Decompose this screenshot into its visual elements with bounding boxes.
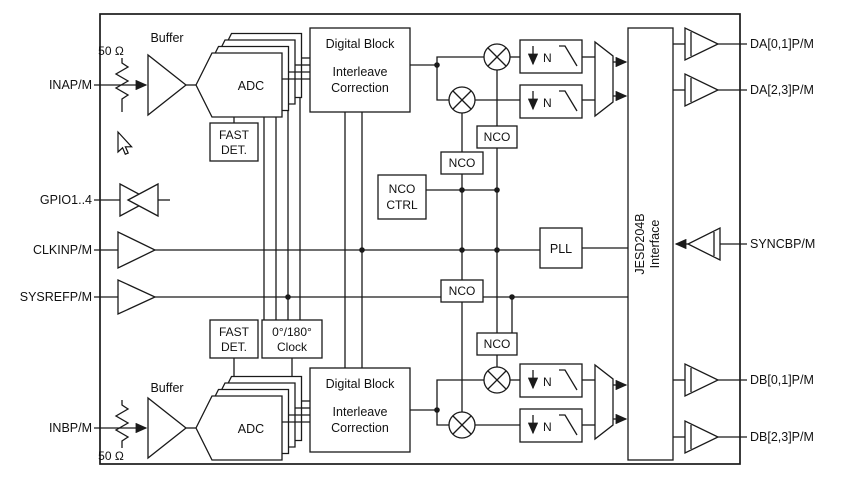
fast-detect-top-line2: DET. xyxy=(221,143,247,157)
pin-label-da23: DA[2,3]P/M xyxy=(750,83,814,97)
input-buffer-bottom-icon xyxy=(147,396,188,460)
gpio-bidir-buffer-icon xyxy=(119,182,159,218)
filter-response-icon xyxy=(559,45,578,67)
nco-ctrl-line2: CTRL xyxy=(386,198,418,212)
decimation-n-label: N xyxy=(543,375,552,389)
buffer-top-label: Buffer xyxy=(150,31,183,45)
jesd-line2: Interface xyxy=(648,220,662,269)
digital-block-bottom: Digital Block Interleave Correction xyxy=(309,367,411,453)
phase-clock-block: 0°/180° Clock xyxy=(261,319,323,359)
output-driver-da23 xyxy=(673,72,747,108)
adc-bottom-bus-wires xyxy=(282,400,310,423)
decimation-top-2-block: N xyxy=(519,84,583,119)
sysref-receiver-icon xyxy=(117,278,157,316)
adc-bottom-stack-icon: ADC xyxy=(195,375,303,461)
nco-label: NCO xyxy=(449,284,476,298)
termination-bottom-label: 50 Ω xyxy=(98,449,124,463)
nco-top-1-block: NCO xyxy=(476,125,518,149)
pin-label-inap: INAP/M xyxy=(49,78,92,92)
resistor-top-icon xyxy=(114,58,130,112)
digital-block-top: Digital Block Interleave Correction xyxy=(309,27,411,113)
fast-detect-bottom-line1: FAST xyxy=(219,325,250,339)
input-buffer-top-icon xyxy=(147,53,188,117)
pll-block: PLL xyxy=(539,227,583,269)
mux-bottom-icon xyxy=(594,363,614,441)
pin-label-gpio: GPIO1..4 xyxy=(40,193,92,207)
phase-clock-line1: 0°/180° xyxy=(272,325,312,339)
digital-block-bottom-line3: Correction xyxy=(331,421,389,435)
jesd204b-block: JESD204B Interface xyxy=(627,27,674,461)
nco-top-2-block: NCO xyxy=(440,151,484,175)
adc-top-bus-wires xyxy=(282,57,310,80)
nco-ctrl-block: NCO CTRL xyxy=(377,174,427,220)
pin-label-db01: DB[0,1]P/M xyxy=(750,373,814,387)
fast-detect-top-block: FAST DET. xyxy=(209,122,259,162)
output-driver-db23 xyxy=(673,419,747,455)
decimation-n-label: N xyxy=(543,96,552,110)
mux-top-icon xyxy=(594,40,614,118)
buffer-bottom-label: Buffer xyxy=(150,381,183,395)
digital-block-top-line2: Interleave xyxy=(333,65,388,79)
decimation-top-1-block: N xyxy=(519,39,583,74)
filter-response-icon xyxy=(559,90,578,112)
adc-bottom-label: ADC xyxy=(238,422,264,436)
decimation-bottom-2-block: N xyxy=(519,408,583,443)
middle-wires xyxy=(155,98,628,412)
mouse-cursor xyxy=(117,130,133,155)
clkin-receiver-icon xyxy=(117,230,157,270)
jesd-line1: JESD204B xyxy=(633,213,647,274)
nco-label: NCO xyxy=(449,156,476,170)
phase-clock-line2: Clock xyxy=(277,340,308,354)
pin-label-db23: DB[2,3]P/M xyxy=(750,430,814,444)
pin-label-syncb: SYNCBP/M xyxy=(750,237,815,251)
right-pin-labels: DA[0,1]P/M DA[2,3]P/M SYNCBP/M DB[0,1]P/… xyxy=(750,37,815,444)
nco-ctrl-line1: NCO xyxy=(389,182,416,196)
output-driver-da01 xyxy=(673,26,747,62)
digital-block-top-line1: Digital Block xyxy=(326,37,396,51)
nco-label: NCO xyxy=(484,130,511,144)
digital-block-bottom-line2: Interleave xyxy=(333,405,388,419)
nco-bottom-1-block: NCO xyxy=(476,332,518,356)
digital-block-bottom-line1: Digital Block xyxy=(326,377,396,391)
fast-detect-bottom-block: FAST DET. xyxy=(209,319,259,359)
pin-label-sysref: SYSREFP/M xyxy=(20,290,92,304)
pin-label-clkinp: CLKINP/M xyxy=(33,243,92,257)
filter-response-icon xyxy=(559,369,578,391)
output-driver-db01 xyxy=(673,362,747,398)
nco-bottom-2-block: NCO xyxy=(440,279,484,303)
chip-outline xyxy=(99,13,741,465)
nco-label: NCO xyxy=(484,337,511,351)
digital-block-top-line3: Correction xyxy=(331,81,389,95)
filter-response-icon xyxy=(559,414,578,436)
decimation-n-label: N xyxy=(543,420,552,434)
pll-label: PLL xyxy=(550,242,572,256)
resistor-bottom-icon xyxy=(114,400,130,448)
syncb-receiver xyxy=(674,226,747,262)
fast-detect-top-line1: FAST xyxy=(219,128,250,142)
adc-top-stack-icon: ADC xyxy=(195,32,303,118)
adc-top-label: ADC xyxy=(238,79,264,93)
termination-top-label: 50 Ω xyxy=(98,44,124,58)
mixer-bottom-1-icon xyxy=(483,366,511,394)
ddc-bottom-wires xyxy=(410,355,628,426)
left-pin-labels: INAP/M GPIO1..4 CLKINP/M SYSREFP/M INBP/… xyxy=(20,78,92,435)
ddc-top-wires xyxy=(410,56,628,152)
pin-label-inbp: INBP/M xyxy=(49,421,92,435)
mixer-top-2-icon xyxy=(448,86,476,114)
junction-dots xyxy=(285,62,515,413)
mixer-top-1-icon xyxy=(483,43,511,71)
decimation-n-label: N xyxy=(543,51,552,65)
decimation-bottom-1-block: N xyxy=(519,363,583,398)
fast-detect-bottom-line2: DET. xyxy=(221,340,247,354)
mixer-bottom-2-icon xyxy=(448,411,476,439)
pin-label-da01: DA[0,1]P/M xyxy=(750,37,814,51)
